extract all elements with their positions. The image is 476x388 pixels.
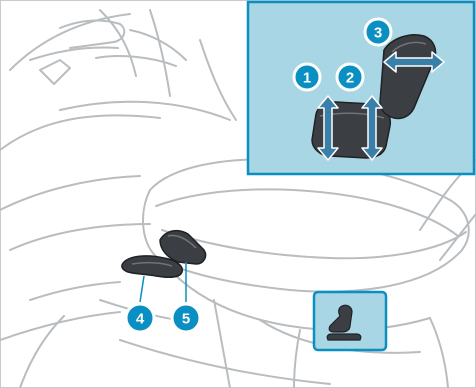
callout-4: 4 <box>126 304 154 332</box>
inset-panel <box>248 2 474 174</box>
callout-3: 3 <box>365 19 391 45</box>
callout-1-label: 1 <box>303 70 311 87</box>
callout-1: 1 <box>294 64 320 90</box>
callout-5-label: 5 <box>182 311 190 328</box>
callout-2-label: 2 <box>346 70 354 87</box>
callout-4-label: 4 <box>136 311 145 328</box>
callout-5: 5 <box>172 304 200 332</box>
seat-control-box <box>314 292 386 350</box>
callout-3-label: 3 <box>374 25 382 42</box>
callout-2: 2 <box>337 64 363 90</box>
